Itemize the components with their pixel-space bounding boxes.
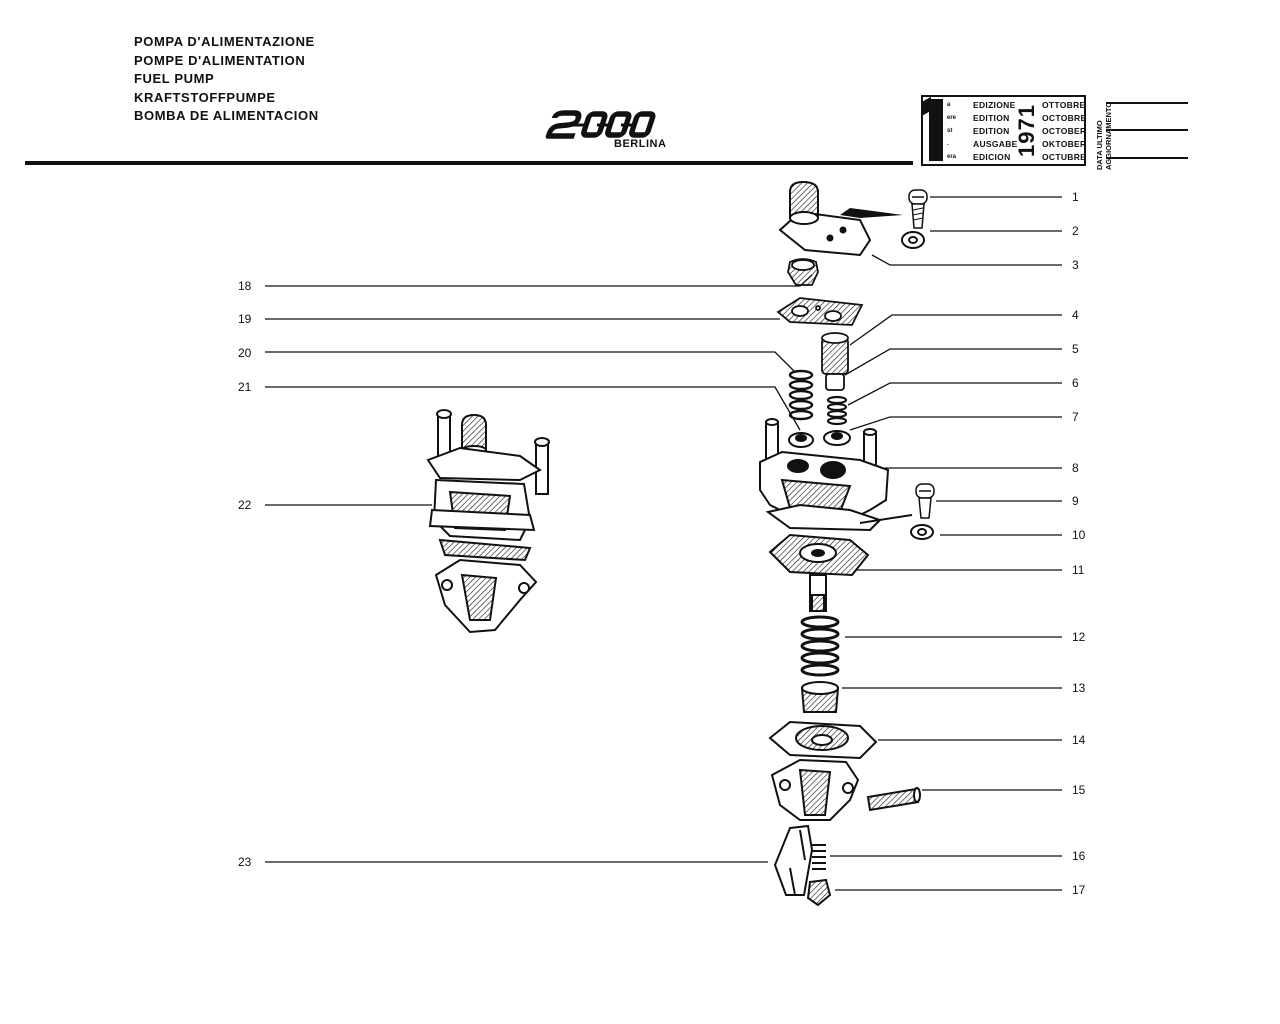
part-valve-cap [787,258,819,286]
part-filter [821,332,849,391]
part-lower-housing [768,720,878,821]
edition-word: EDITION [973,113,1010,123]
update-line [1106,102,1188,104]
header-rule [25,161,913,165]
assembly-line [859,514,913,524]
callout-12: 12 [1072,630,1086,644]
edition-suffix: st [947,128,953,134]
edition-month: OCTUBRE [1042,152,1087,162]
part-gasket-plate [776,297,864,326]
callout-14: 14 [1072,733,1086,747]
callout-2: 2 [1072,224,1079,238]
callout-8: 8 [1072,461,1079,475]
title-italian: POMPA D'ALIMENTAZIONE [134,34,315,49]
edition-suffix: a [947,102,951,108]
assembly-arrow [840,208,903,218]
callout-23: 23 [238,855,252,869]
update-line [1106,157,1188,159]
callout-10: 10 [1072,528,1086,542]
part-large-spring [800,615,840,677]
callout-5: 5 [1072,342,1079,356]
edition-suffix: era [947,154,957,160]
edition-month: OCTOBRE [1042,113,1087,123]
leader-lines-left [265,274,813,863]
edition-word: AUSGABE [973,139,1018,149]
part-assembled-pump [426,409,550,634]
callout-19: 19 [238,312,252,326]
edition-box: a ere st . era EDIZIONE EDITION EDITION … [921,95,1086,166]
edition-number-glyph [929,99,943,161]
part-screw-side [915,483,935,519]
part-spring-cup [800,681,840,713]
brand-logo [545,110,656,139]
callout-4: 4 [1072,308,1079,322]
callout-20: 20 [238,346,252,360]
update-line [1106,129,1188,131]
callout-21: 21 [238,380,252,394]
callout-22: 22 [238,498,252,512]
part-lever [773,824,814,896]
title-spanish: BOMBA DE ALIMENTACION [134,108,319,124]
callout-9: 9 [1072,494,1079,508]
part-spring-left [788,369,814,421]
callouts-right: 1 2 3 4 5 6 7 8 9 10 11 12 13 14 15 16 1… [1072,190,1086,897]
edition-month: OKTOBER [1042,139,1087,149]
part-pump-body [759,418,890,532]
part-small-spring [826,395,848,426]
callout-15: 15 [1072,783,1086,797]
callouts-left: 18 19 20 21 22 23 [238,279,252,869]
callout-11: 11 [1072,563,1085,577]
title-block: POMPA D'ALIMENTAZIONE POMPE D'ALIMENTATI… [134,33,319,126]
callout-18: 18 [238,279,252,293]
edition-suffix: . [947,141,949,147]
edition-month: OCTOBER [1042,126,1087,136]
part-washer-side [910,524,934,540]
callout-3: 3 [1072,258,1079,272]
part-screw-top [908,189,928,229]
part-diaphragm [768,533,870,612]
callout-16: 16 [1072,849,1086,863]
edition-word: EDICION [973,152,1011,162]
title-english: FUEL PUMP [134,71,215,87]
part-valve-seat [823,430,851,446]
title-german: KRAFTSTOFFPUMPE [134,89,276,105]
part-valve-seat-left [788,432,814,448]
callout-6: 6 [1072,376,1079,390]
callout-7: 7 [1072,410,1079,424]
part-washer-top [901,231,925,249]
edition-word: EDIZIONE [973,100,1016,110]
part-lever-spring [812,844,826,870]
title-french: POMPE D'ALIMENTATION [134,52,306,68]
edition-word: EDITION [973,126,1010,136]
callout-13: 13 [1072,681,1086,695]
edition-month: OTTOBRE [1042,100,1086,110]
part-top-cover [778,180,872,257]
callout-17: 17 [1072,883,1086,897]
part-nut [806,878,832,907]
edition-suffix: ere [947,115,957,121]
callout-1: 1 [1072,190,1079,204]
part-pin [866,787,921,812]
model-name: BERLINA [614,138,667,150]
leader-lines-right [830,196,1062,891]
